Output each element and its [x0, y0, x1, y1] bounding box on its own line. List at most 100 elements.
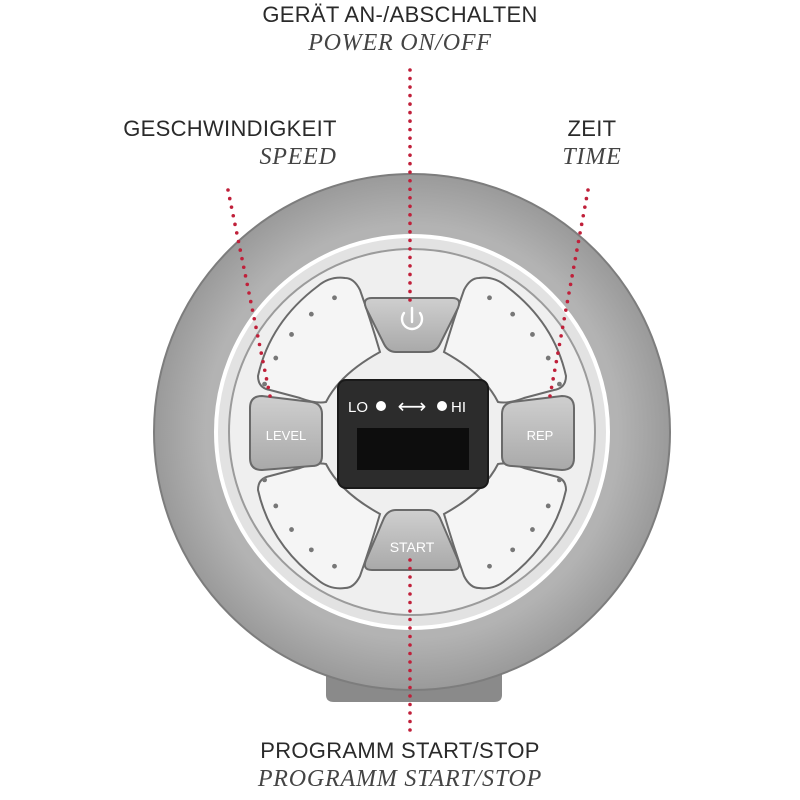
leader-dot-start: [408, 617, 412, 622]
leader-dot-start: [408, 677, 412, 681]
leader-lines: [226, 68, 590, 732]
label-power-de: GERÄT AN-/ABSCHALTEN: [262, 2, 538, 27]
leader-dot-time: [560, 325, 565, 330]
leader-dot-speed: [252, 316, 257, 321]
speed-level-dot: [262, 381, 267, 387]
leader-dot-speed: [241, 265, 246, 270]
display-hi-label: HI: [451, 399, 466, 416]
label-speed-de: GESCHWINDIGKEIT: [123, 116, 337, 141]
leader-dot-time: [586, 188, 590, 192]
leader-dot-speed: [262, 368, 267, 373]
leader-dot-time: [581, 213, 586, 218]
leader-dot-speed: [266, 385, 271, 390]
leader-dot-speed: [254, 325, 258, 330]
leader-dot-speed: [229, 205, 234, 209]
leader-dot-power: [408, 102, 412, 106]
time-level-dot: [557, 477, 562, 483]
power-icon: [400, 306, 424, 331]
display-unit: LO ⟷ HI: [337, 379, 489, 489]
leader-dot-power: [408, 127, 412, 132]
leader-dot-speed: [255, 334, 260, 338]
time-level-dot: [487, 295, 492, 301]
start-button[interactable]: START: [363, 509, 461, 571]
leader-dot-power: [408, 178, 412, 183]
speed-level-dot: [332, 563, 337, 569]
leader-dot-power: [408, 289, 412, 294]
leader-dot-power: [408, 213, 412, 217]
speed-level-dot: [308, 311, 314, 317]
power-button[interactable]: [363, 297, 461, 353]
leader-dot-start: [408, 566, 412, 571]
leader-dot-power: [408, 238, 412, 243]
leader-dot-time: [551, 377, 555, 381]
leader-dot-start: [408, 626, 412, 630]
leader-dot-speed: [226, 188, 230, 192]
leader-dot-power: [408, 230, 412, 234]
leader-dot-start: [408, 643, 412, 647]
leader-dot-speed: [261, 359, 265, 364]
leader-dot-speed: [236, 239, 241, 244]
label-power: GERÄT AN-/ABSCHALTEN POWER ON/OFF: [262, 2, 537, 57]
leader-dot-time: [565, 299, 570, 304]
leader-dot-time: [576, 239, 581, 244]
label-start-de: PROGRAMM START/STOP: [260, 738, 540, 763]
leader-dot-time: [568, 282, 573, 287]
speed-range-arrow-icon: ⟷: [398, 394, 427, 418]
leader-dot-power: [408, 161, 412, 166]
leader-dot-power: [408, 281, 412, 285]
leader-dot-start: [408, 694, 412, 698]
leader-dot-speed: [245, 282, 250, 287]
time-level-dot: [510, 547, 516, 553]
leader-dot-start: [408, 685, 412, 690]
leader-dot-start: [408, 583, 412, 588]
time-level-dot: [510, 311, 516, 317]
leader-dot-time: [549, 385, 554, 390]
leader-dot-power: [408, 136, 412, 140]
time-level-dot: [545, 503, 551, 509]
leader-dot-power: [408, 119, 412, 123]
label-time-de: ZEIT: [567, 116, 617, 141]
speed-level-dot: [273, 355, 279, 361]
leader-dot-start: [408, 651, 412, 656]
leader-dot-time: [575, 248, 579, 252]
leader-dot-start: [408, 600, 412, 605]
leader-dot-time: [554, 359, 559, 364]
leader-dot-time: [564, 308, 568, 312]
leader-dot-speed: [238, 248, 243, 252]
leader-dot-time: [559, 334, 563, 338]
leader-dot-start: [408, 660, 412, 664]
speed-level-dot: [273, 503, 279, 509]
time-level-dot: [487, 563, 492, 569]
leader-dot-speed: [268, 394, 272, 398]
leader-dot-speed: [264, 377, 269, 381]
label-speed: GESCHWINDIGKEIT SPEED: [123, 116, 337, 171]
leader-dot-start: [408, 728, 412, 732]
leader-dot-time: [562, 316, 567, 321]
label-power-en: POWER ON/OFF: [308, 30, 492, 56]
level-button-label: LEVEL: [266, 428, 306, 443]
speed-level-dot: [262, 477, 267, 483]
leader-dot-time: [556, 351, 560, 355]
display-lo-label: LO: [348, 399, 368, 416]
leader-dot-power: [408, 247, 412, 251]
rep-button[interactable]: REP: [501, 394, 575, 472]
leader-dot-power: [408, 255, 412, 260]
leader-dot-time: [584, 196, 589, 201]
leader-dot-time: [578, 231, 582, 235]
leader-dot-power: [408, 187, 412, 192]
leader-dot-speed: [234, 231, 239, 235]
leader-dot-speed: [247, 291, 251, 295]
leader-dot-power: [408, 195, 412, 200]
leader-dot-speed: [233, 222, 237, 227]
leader-dot-power: [408, 170, 412, 175]
leader-dot-time: [548, 394, 552, 398]
leader-dot-start: [408, 711, 412, 715]
leader-dot-power: [408, 68, 412, 72]
leader-dot-power: [408, 93, 412, 98]
leader-dot-time: [571, 265, 576, 270]
rep-button-label: REP: [527, 428, 554, 443]
leader-dot-start: [408, 668, 412, 673]
leader-dot-power: [408, 221, 412, 226]
level-button[interactable]: LEVEL: [249, 394, 323, 472]
